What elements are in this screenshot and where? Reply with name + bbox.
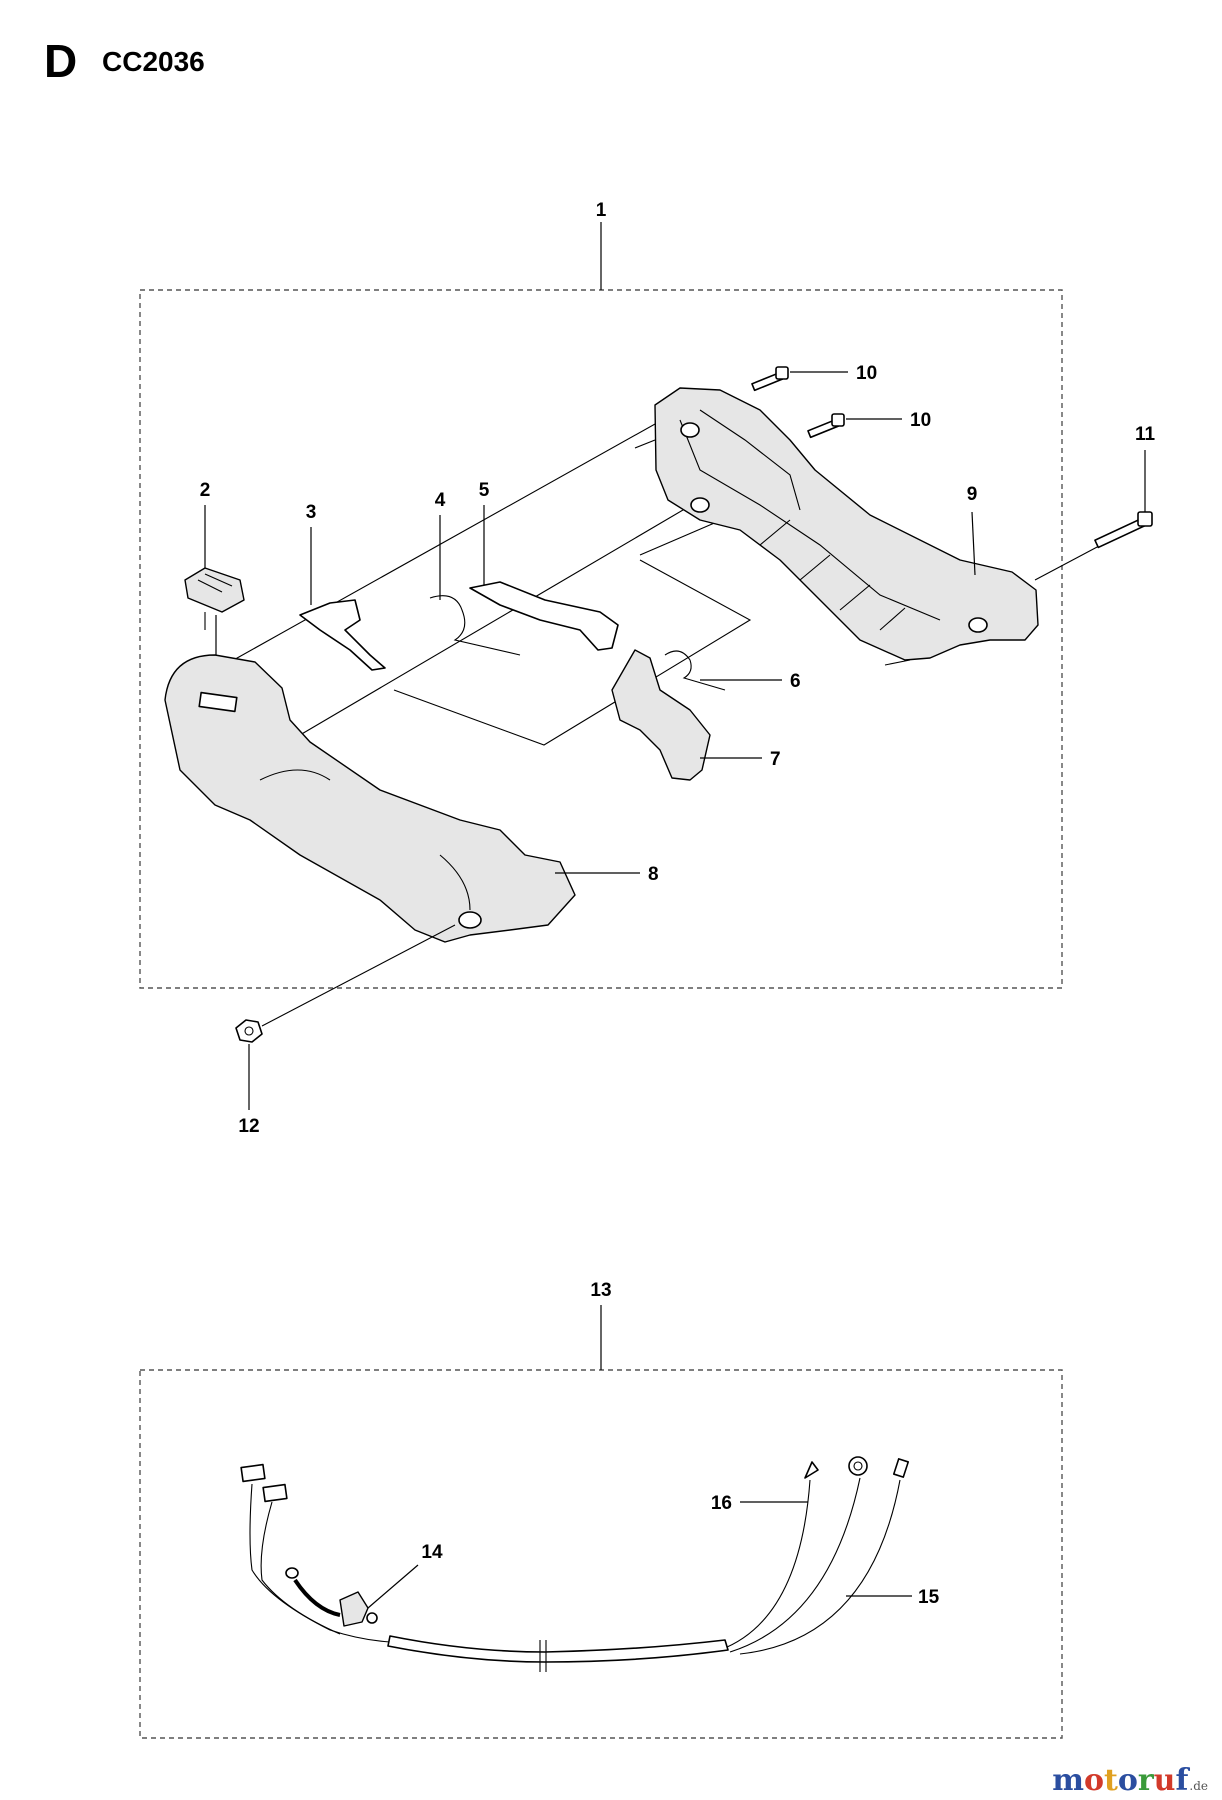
watermark-letter: r: [1137, 1763, 1154, 1798]
watermark-letter: f: [1175, 1763, 1189, 1798]
callout-13: 13: [590, 1280, 611, 1301]
callout-10-lower: 10: [910, 410, 931, 431]
watermark-logo: motoruf.de: [1052, 1766, 1208, 1796]
connector-part-14: [285, 1564, 419, 1627]
watermark-letter: o: [1117, 1763, 1138, 1798]
screw-part-10b: [807, 413, 902, 439]
callout-12: 12: [238, 1116, 259, 1137]
right-housing-part: [654, 387, 1039, 661]
left-handle-part-8: [164, 654, 640, 943]
callout-2: 2: [200, 480, 211, 501]
callout-1: 1: [596, 200, 607, 221]
spring-part-4: [429, 515, 521, 656]
trigger-part-7: [611, 649, 762, 781]
model-code: CC2036: [102, 46, 205, 77]
callout-15: 15: [918, 1587, 940, 1608]
callout-11: 11: [1135, 424, 1156, 445]
lever-part-3: [299, 527, 386, 671]
callout-10-upper: 10: [856, 363, 877, 384]
watermark-letter: o: [1083, 1763, 1104, 1798]
watermark-suffix: .de: [1189, 1779, 1208, 1793]
throttle-link-part-5: [469, 505, 619, 651]
nut-part-12: [235, 924, 456, 1110]
callout-16: 16: [711, 1493, 732, 1514]
callout-4: 4: [435, 490, 446, 511]
screw-part-10a: [751, 366, 848, 392]
callout-5: 5: [479, 480, 490, 501]
switch-part-2: [184, 505, 245, 668]
callout-8: 8: [648, 864, 659, 885]
assembly-13-frame: [139, 1369, 1063, 1739]
callout-3: 3: [306, 502, 317, 523]
wiring-harness-part: [240, 1456, 910, 1672]
bolt-part-11: [1094, 450, 1153, 549]
watermark-letter: m: [1052, 1763, 1084, 1798]
callout-7: 7: [770, 749, 781, 770]
section-letter: D: [44, 35, 78, 87]
callout-9: 9: [967, 484, 978, 505]
guide-lines: [229, 409, 1149, 746]
spring-part-6: [664, 650, 782, 691]
watermark-letter: u: [1153, 1763, 1176, 1798]
callout-6: 6: [790, 671, 801, 692]
callout-14: 14: [421, 1542, 443, 1563]
watermark-letter: t: [1103, 1763, 1118, 1798]
